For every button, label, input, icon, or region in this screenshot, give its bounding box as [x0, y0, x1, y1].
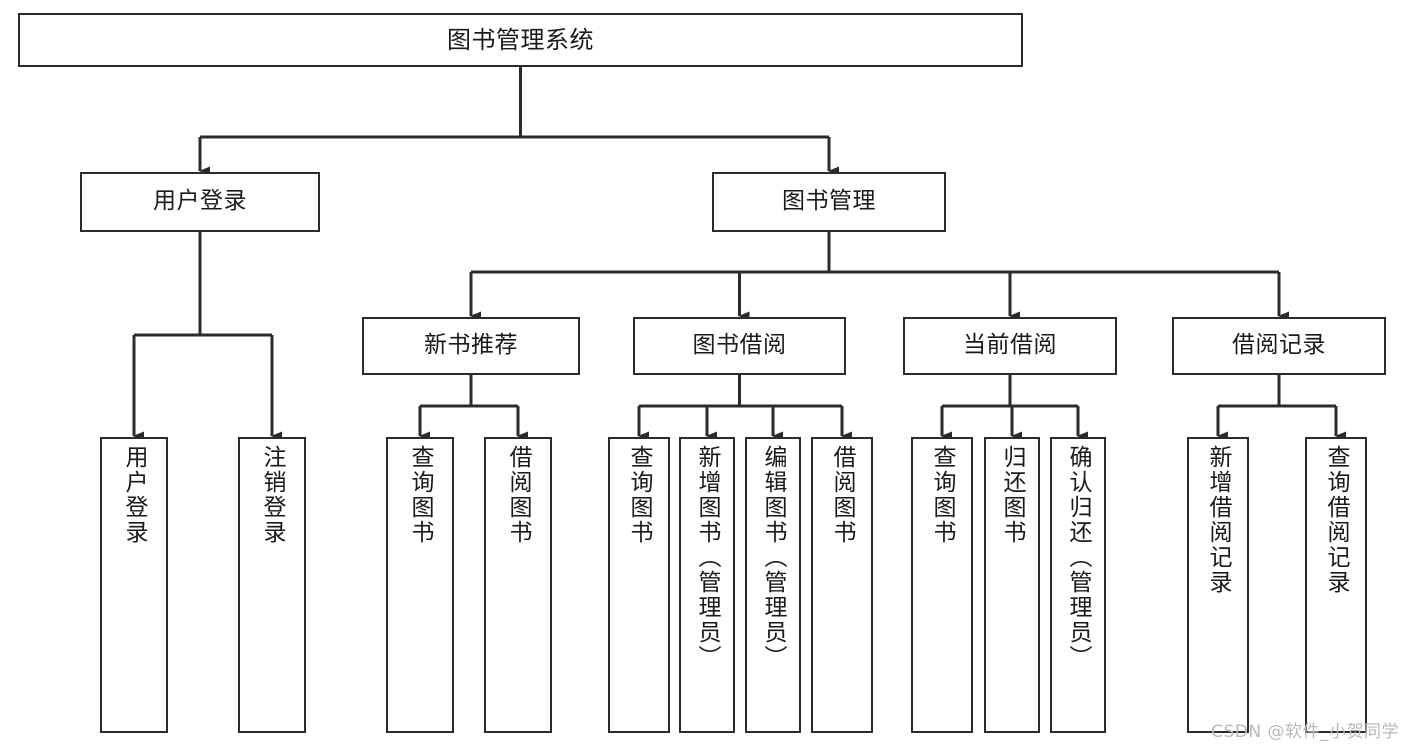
node-leaf-user-logout[interactable]: 注销登录 [238, 437, 306, 733]
node-label: 新增借阅记录 [1205, 445, 1232, 595]
node-label: 借阅记录 [1232, 332, 1326, 359]
node-user-login[interactable]: 用户登录 [80, 172, 320, 232]
node-leaf-query-record[interactable]: 查询借阅记录 [1305, 437, 1367, 733]
node-label: 当前借阅 [963, 332, 1057, 359]
node-label: 图书借阅 [692, 332, 787, 359]
node-leaf-user-login[interactable]: 用户登录 [100, 437, 168, 733]
node-label: 图书管理系统 [447, 25, 594, 54]
node-label: 查询图书 [929, 445, 956, 545]
node-leaf-query-book-2[interactable]: 查询图书 [608, 437, 670, 733]
node-label: 新增图书（管理员） [694, 445, 721, 670]
node-book-manage[interactable]: 图书管理 [712, 172, 946, 232]
node-book-borrow[interactable]: 图书借阅 [633, 317, 846, 375]
node-root[interactable]: 图书管理系统 [18, 13, 1023, 67]
node-label: 图书管理 [782, 188, 876, 215]
node-leaf-borrow-book-2[interactable]: 借阅图书 [811, 437, 873, 733]
node-label: 注销登录 [259, 445, 286, 545]
node-label: 查询借阅记录 [1323, 445, 1350, 595]
node-leaf-query-book-1[interactable]: 查询图书 [386, 437, 454, 733]
node-leaf-add-record[interactable]: 新增借阅记录 [1187, 437, 1249, 733]
node-new-book-rec[interactable]: 新书推荐 [362, 317, 580, 375]
node-leaf-confirm-ret[interactable]: 确认归还（管理员） [1050, 437, 1106, 733]
node-label: 编辑图书（管理员） [760, 445, 787, 670]
node-label: 借阅图书 [829, 445, 856, 545]
node-leaf-query-book-3[interactable]: 查询图书 [911, 437, 973, 733]
node-label: 用户登录 [153, 188, 247, 215]
csdn-watermark: CSDN @软件_小贺同学 [1211, 722, 1399, 742]
node-label: 用户登录 [121, 445, 148, 545]
node-leaf-add-book[interactable]: 新增图书（管理员） [679, 437, 735, 733]
node-label: 借阅图书 [505, 445, 532, 545]
node-leaf-edit-book[interactable]: 编辑图书（管理员） [745, 437, 801, 733]
node-label: 确认归还（管理员） [1065, 445, 1092, 670]
node-borrow-record[interactable]: 借阅记录 [1172, 317, 1386, 375]
node-label: 归还图书 [999, 445, 1026, 545]
node-label: 新书推荐 [424, 332, 518, 359]
node-leaf-return-book[interactable]: 归还图书 [984, 437, 1040, 733]
node-label: 查询图书 [407, 445, 434, 545]
node-leaf-borrow-book-1[interactable]: 借阅图书 [484, 437, 552, 733]
node-label: 查询图书 [626, 445, 653, 545]
node-current-borrow[interactable]: 当前借阅 [903, 317, 1117, 375]
